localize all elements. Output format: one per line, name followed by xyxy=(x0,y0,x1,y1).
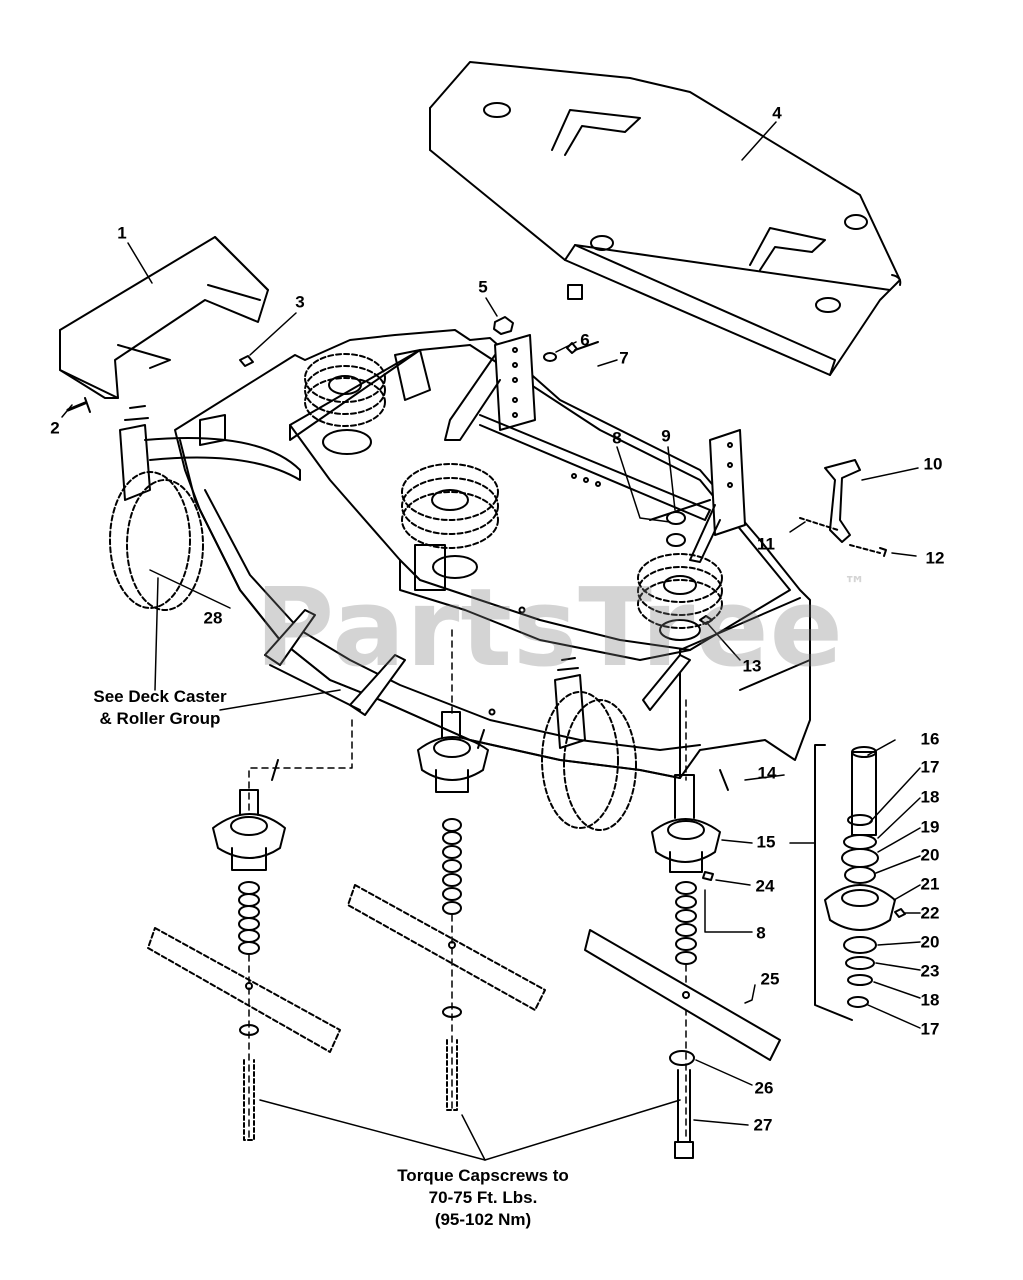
callout-1: 1 xyxy=(117,223,127,243)
spindle-center xyxy=(417,711,489,793)
callout-12: 12 xyxy=(925,548,945,568)
leader-lines xyxy=(61,121,921,1161)
spindle-right xyxy=(651,769,729,881)
callout-22: 22 xyxy=(920,903,940,923)
pulleys xyxy=(304,353,723,629)
mower-blades xyxy=(147,884,781,1061)
callout-17-upper: 17 xyxy=(920,757,940,777)
callout-24: 24 xyxy=(755,876,775,896)
callout-7: 7 xyxy=(619,348,629,368)
mower-deck-body xyxy=(174,329,811,779)
callout-18-upper: 18 xyxy=(920,787,940,807)
callout-18-lower: 18 xyxy=(920,990,940,1010)
torque-note-line-3: (95-102 Nm) xyxy=(434,1210,532,1229)
deck-brackets xyxy=(264,609,691,716)
callout-28: 28 xyxy=(203,608,223,628)
discharge-chute-cover xyxy=(59,236,269,399)
caster-note-line-2: & Roller Group xyxy=(99,709,221,728)
idler-bracket xyxy=(444,316,746,625)
callout-4: 4 xyxy=(772,103,782,123)
callout-9: 9 xyxy=(661,426,671,446)
spindle-exploded-detail xyxy=(814,744,906,1021)
torque-note: Torque Capscrews to 70-75 Ft. Lbs. (95-1… xyxy=(383,1165,583,1231)
callout-8-upper: 8 xyxy=(612,428,622,448)
spindle-left xyxy=(212,759,286,871)
callout-13: 13 xyxy=(742,656,762,676)
callout-23: 23 xyxy=(920,961,940,981)
callout-8-lower: 8 xyxy=(756,923,766,943)
callout-10: 10 xyxy=(923,454,943,474)
torque-note-line-2: 70-75 Ft. Lbs. xyxy=(428,1188,538,1207)
callout-26: 26 xyxy=(754,1078,774,1098)
partstree-watermark: PartsTree™ xyxy=(255,566,867,691)
callout-6: 6 xyxy=(580,330,590,350)
fasteners-left xyxy=(66,355,254,413)
spindle-washers xyxy=(238,818,697,965)
torque-note-line-1: Torque Capscrews to xyxy=(397,1166,569,1185)
callout-11: 11 xyxy=(757,534,775,554)
callout-20-lower: 20 xyxy=(920,932,940,952)
callout-16: 16 xyxy=(920,729,940,749)
callout-27: 27 xyxy=(753,1115,773,1135)
callout-14: 14 xyxy=(757,763,777,783)
callout-3: 3 xyxy=(295,292,305,312)
pulley-hubs xyxy=(328,375,697,595)
callout-20-upper: 20 xyxy=(920,845,940,865)
callout-5: 5 xyxy=(478,277,488,297)
blade-capscrews xyxy=(239,1006,695,1159)
callout-25: 25 xyxy=(760,969,780,989)
caster-note-line-1: See Deck Caster xyxy=(93,687,227,706)
callout-15: 15 xyxy=(756,832,776,852)
caster-wheels xyxy=(109,471,637,831)
deck-top-cover xyxy=(429,61,902,376)
height-handle xyxy=(799,459,887,557)
caster-group-note: See Deck Caster & Roller Group xyxy=(60,686,260,730)
callout-17-lower: 17 xyxy=(920,1019,940,1039)
callout-2: 2 xyxy=(50,418,60,438)
callout-19: 19 xyxy=(920,817,940,837)
callout-21: 21 xyxy=(920,874,940,894)
caster-forks xyxy=(119,405,586,749)
